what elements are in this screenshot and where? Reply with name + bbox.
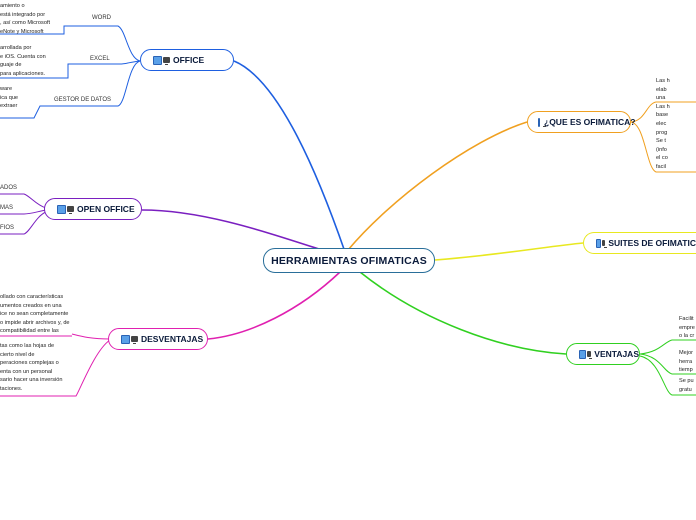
note-icon: [579, 349, 586, 359]
text-line: amiento o: [0, 3, 25, 9]
text-line: Se t: [656, 138, 666, 145]
text-line: base: [656, 112, 669, 119]
link-open-office: [141, 209, 323, 251]
subtopic-open-office-2[interactable]: MAS: [0, 205, 14, 211]
subtopic-gestor-de-datos[interactable]: GESTOR DE DATOS: [54, 97, 112, 103]
text-line: , así como Microsoft: [0, 20, 51, 27]
que-es-description: Las h elab una Las h base elec prog Se t…: [656, 77, 670, 172]
topic-que-es-label: ¿QUE ES OFIMATICA?: [544, 117, 636, 127]
note-icon: [57, 204, 66, 214]
text-line: elab: [656, 86, 667, 93]
note-icon: [121, 334, 130, 344]
word-description: amiento o está integrado por , así como …: [0, 2, 50, 36]
text-line: una: [656, 95, 666, 102]
text-line: Se pu: [679, 378, 694, 384]
excel-description: arrollada por e iOS. Cuenta con guaje de…: [0, 44, 46, 78]
topic-ventajas[interactable]: VENTAJAS: [566, 343, 640, 365]
text-line: cierto nivel de: [0, 351, 35, 358]
text-line: ica que: [0, 94, 19, 101]
text-line: empre: [679, 324, 695, 331]
text-line: para aplicaciones.: [0, 70, 46, 77]
topic-ventajas-label: VENTAJAS: [594, 349, 639, 359]
subtopic-open-office-1[interactable]: ADOS: [0, 185, 18, 191]
text-line: gratu: [679, 386, 692, 393]
topic-desventajas-label: DESVENTAJAS: [141, 334, 204, 344]
text-line: taciones.: [0, 385, 23, 392]
ventaja-3-description: Se pu gratu: [679, 377, 694, 394]
subtopic-word[interactable]: WORD: [92, 15, 111, 21]
text-line: (info: [656, 146, 667, 153]
text-line: guaje de: [0, 62, 22, 69]
text-line: e iOS. Cuenta con: [0, 53, 46, 60]
note-icon: [538, 117, 540, 127]
topic-suites-de-ofimatica[interactable]: SUITES DE OFIMATIC: [583, 232, 696, 254]
link-office: [233, 60, 346, 253]
topic-office[interactable]: OFFICE: [140, 49, 234, 71]
note-icon: [153, 55, 162, 65]
text-line: umentos creados en una: [0, 302, 62, 309]
computer-icon: [586, 351, 592, 359]
computer-icon: [131, 336, 138, 344]
central-topic-label: HERRAMIENTAS OFIMATICAS: [271, 254, 427, 267]
text-line: o impide abrir archivos y, de: [0, 319, 70, 326]
desventaja-1-description: ollado con características umentos cread…: [0, 293, 70, 336]
topic-office-label: OFFICE: [173, 55, 205, 65]
text-line: el co: [656, 155, 668, 162]
text-line: Las h: [656, 78, 670, 84]
computer-icon: [602, 240, 608, 248]
text-line: elec: [656, 120, 667, 127]
topic-que-es-ofimatica[interactable]: ¿QUE ES OFIMATICA?: [527, 111, 635, 133]
text-line: ware: [0, 86, 13, 92]
topic-suites-label: SUITES DE OFIMATIC: [608, 238, 696, 248]
text-line: tas como las hojas de: [0, 343, 55, 349]
desventaja-2-description: tas como las hojas de cierto nivel de pe…: [0, 342, 63, 394]
text-line: tiemp: [679, 367, 693, 374]
link-ventajas: [359, 271, 567, 355]
central-topic[interactable]: HERRAMIENTAS OFIMATICAS: [263, 248, 435, 273]
text-line: o la cr: [679, 333, 695, 340]
text-line: compatibilidad entre las: [0, 328, 59, 335]
topic-open-office-label: OPEN OFFICE: [77, 204, 135, 214]
subtopic-excel[interactable]: EXCEL: [90, 56, 110, 62]
ventaja-1-description: Facilit empre o la cr: [679, 315, 695, 341]
text-line: facil: [656, 163, 666, 170]
text-line: ollado con características: [0, 294, 64, 300]
link-suites: [434, 242, 584, 261]
topic-open-office[interactable]: OPEN OFFICE: [44, 198, 142, 220]
text-line: sario hacer una inversión: [0, 377, 63, 384]
text-line: arrollada por: [0, 45, 32, 51]
computer-icon: [163, 57, 170, 65]
text-line: Facilit: [679, 316, 694, 322]
text-line: prog: [656, 129, 668, 136]
text-line: ice no sean completamente: [0, 311, 69, 318]
text-line: peraciones complejas o: [0, 360, 59, 367]
gestor-description: ware ica que extraer: [0, 85, 18, 111]
text-line: está integrado por: [0, 11, 46, 18]
text-line: herra: [679, 358, 693, 365]
text-line: Las h: [656, 103, 670, 110]
subtopic-open-office-3[interactable]: FIOS: [0, 225, 15, 231]
link-desventajas: [207, 271, 341, 340]
topic-desventajas[interactable]: DESVENTAJAS: [108, 328, 208, 350]
text-line: extraer: [0, 103, 18, 110]
link-que-es: [347, 121, 528, 251]
note-icon: [596, 238, 602, 248]
text-line: eNote y Microsoft: [0, 28, 44, 35]
text-line: enta con un personal: [0, 368, 53, 375]
ventaja-2-description: Mejor herra tiemp: [679, 349, 693, 375]
text-line: Mejor: [679, 350, 693, 356]
computer-icon: [67, 206, 74, 214]
